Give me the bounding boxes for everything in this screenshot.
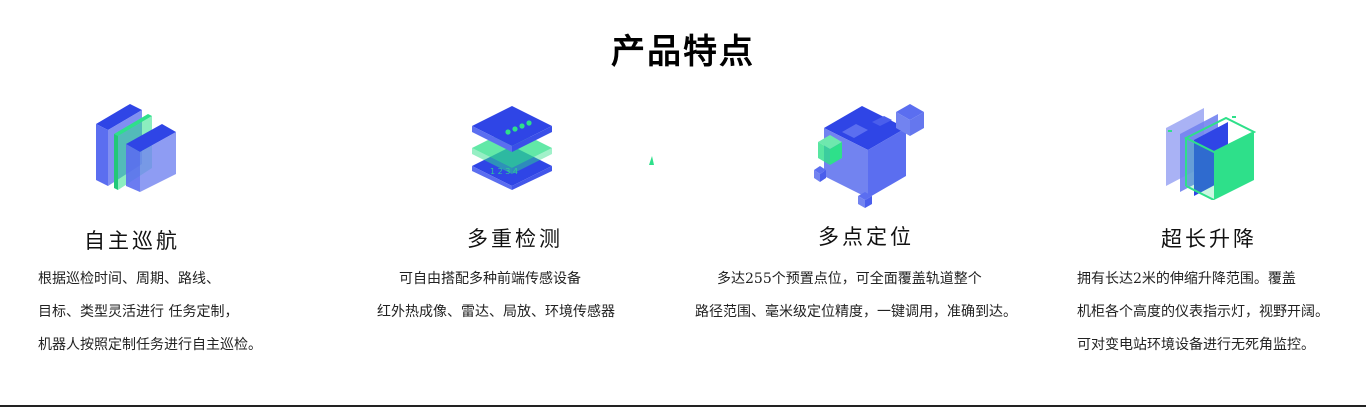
feature-description: 多达255个预置点位，可全面覆盖轨道整个 路径范围、毫米级定位精度，一键调用，准…: [695, 263, 1017, 329]
cube-cluster-icon: [814, 104, 924, 208]
svg-text:1 2 3 4: 1 2 3 4: [490, 167, 518, 176]
description-line: 根据巡检时间、周期、路线、: [38, 271, 220, 287]
feature-description: 拥有长达2米的伸缩升降范围。覆盖 机柜各个高度的仪表指示灯，视野开阔。 可对变电…: [1077, 263, 1329, 362]
feature-title: 多点定位: [818, 225, 914, 249]
description-line: 可对变电站环境设备进行无死角监控。: [1077, 337, 1315, 353]
description-line: 路径范围、毫米级定位精度，一键调用，准确到达。: [695, 304, 1017, 320]
bottom-divider: [0, 405, 1366, 407]
description-line: 拥有长达2米的伸缩升降范围。覆盖: [1077, 271, 1296, 287]
stacked-layers-icon: 1 2 3 4: [472, 106, 552, 190]
feature-title: 超长升降: [1161, 227, 1257, 251]
feature-description: 可自由搭配多种前端传感设备 红外热成像、雷达、局放、环境传感器: [377, 263, 615, 329]
description-line: 可自由搭配多种前端传感设备: [399, 271, 581, 287]
description-line: 红外热成像、雷达、局放、环境传感器: [377, 304, 615, 320]
feature-description: 根据巡检时间、周期、路线、 目标、类型灵活进行 任务定制， 机器人按照定制任务进…: [38, 263, 262, 362]
feature-title: 多重检测: [467, 227, 563, 251]
feature-title: 自主巡航: [84, 229, 180, 253]
lifting-box-icon: [1166, 108, 1256, 200]
decorative-mark: [649, 156, 654, 165]
description-line: 机柜各个高度的仪表指示灯，视野开阔。: [1077, 304, 1329, 320]
description-line: 多达255个预置点位，可全面覆盖轨道整个: [717, 271, 982, 287]
description-line: 目标、类型灵活进行 任务定制，: [38, 304, 239, 320]
page-title: 产品特点: [611, 32, 755, 72]
layered-panels-icon: [96, 104, 176, 192]
description-line: 机器人按照定制任务进行自主巡检。: [38, 337, 262, 353]
